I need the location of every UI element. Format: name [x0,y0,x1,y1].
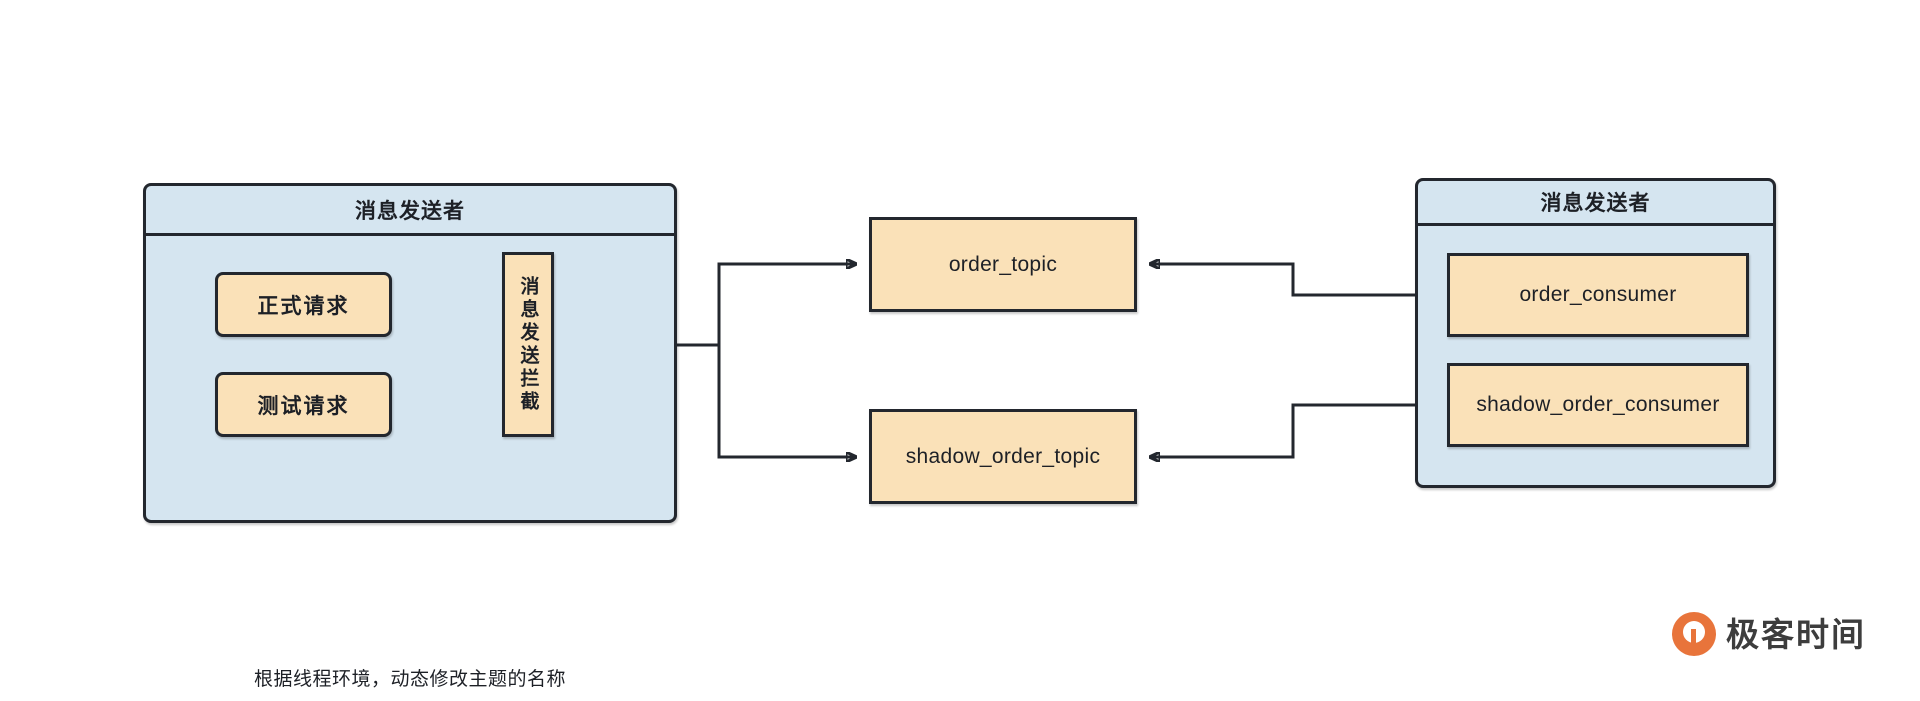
box-formal-request[interactable]: 正式请求 [215,272,392,337]
wire-shadow-consumer-to-shadow-topic [1150,403,1447,457]
box-order-consumer-label: order_consumer [1519,283,1677,306]
box-shadow-order-topic[interactable]: shadow_order_topic [869,409,1137,504]
left-package-title: 消息发送者 [146,186,674,236]
box-order-topic-label: order_topic [948,252,1058,276]
left-package-caption: 根据线程环境，动态修改主题的名称 [253,669,566,690]
box-order-topic[interactable]: order_topic [869,217,1137,312]
box-formal-request-label: 正式请求 [257,294,350,318]
box-send-interceptor[interactable]: 消息发送拦截 [502,252,554,437]
right-package-title: 消息发送者 [1418,181,1773,226]
geektime-wordmark: 极客时间 [1726,615,1866,653]
box-shadow-order-consumer[interactable]: shadow_order_consumer [1447,363,1749,447]
box-order-consumer[interactable]: order_consumer [1447,253,1749,337]
box-test-request-label: 测试请求 [257,394,350,418]
box-shadow-order-topic-label: shadow_order_topic [905,444,1101,468]
box-test-request[interactable]: 测试请求 [215,372,392,437]
wire-split-to-order-topic [717,264,856,345]
box-send-interceptor-label: 消息发送拦截 [517,275,539,414]
geektime-circle-icon [1672,612,1716,656]
wire-order-consumer-to-order-topic [1150,264,1447,297]
geektime-logo: 极客时间 [1672,612,1866,656]
wire-split-to-shadow-topic [717,345,856,457]
left-package-message-sender: 消息发送者 根据线程环境，动态修改主题的名称 [143,183,677,690]
box-shadow-order-consumer-label: shadow_order_consumer [1476,393,1720,416]
